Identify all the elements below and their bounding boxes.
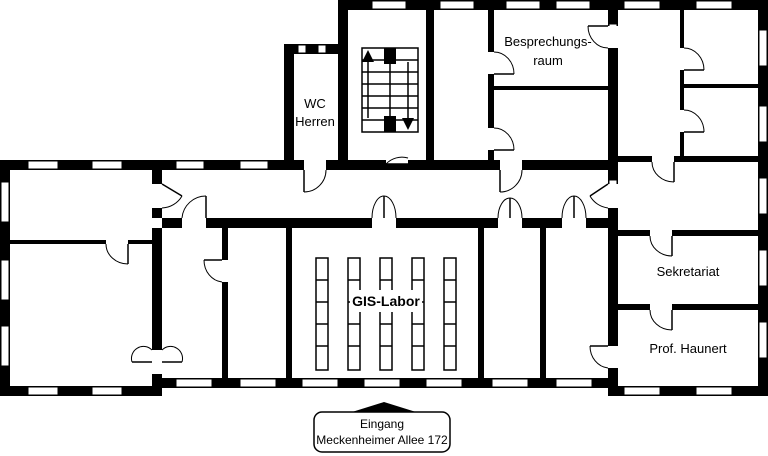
arrow-down-icon bbox=[402, 62, 414, 130]
windows bbox=[0, 0, 768, 396]
wc-label-line2: Herren bbox=[295, 114, 335, 129]
entrance-marker: Eingang Meckenheimer Allee 172 bbox=[313, 402, 451, 453]
door-east-upper-1 bbox=[680, 47, 705, 71]
door-south-2 bbox=[497, 197, 523, 228]
door-wc bbox=[303, 160, 327, 193]
door-east-upper-2 bbox=[680, 109, 705, 133]
staircase bbox=[361, 47, 419, 133]
door-south-room-1 bbox=[203, 259, 228, 283]
secretariat-label: Sekretariat bbox=[657, 264, 720, 279]
door-professor bbox=[649, 304, 673, 331]
entrance-arrow-icon bbox=[352, 402, 416, 412]
professor-room-label: Prof. Haunert bbox=[649, 341, 727, 356]
door-east-1 bbox=[651, 156, 675, 183]
door-west-inner bbox=[105, 240, 129, 265]
entrance-label-line1: Eingang bbox=[360, 417, 404, 431]
doors bbox=[105, 25, 705, 374]
door-south-3 bbox=[561, 195, 587, 228]
door-gis bbox=[371, 195, 397, 228]
door-stair bbox=[385, 156, 409, 165]
door-east-corridor bbox=[589, 183, 618, 209]
door-south-1 bbox=[181, 195, 207, 228]
door-meeting-2 bbox=[488, 127, 515, 151]
gis-lab-desks bbox=[315, 257, 457, 371]
gis-lab-label: GIS-Labor bbox=[352, 293, 420, 309]
door-south-room-east bbox=[589, 345, 618, 369]
door-west-corridor bbox=[152, 183, 183, 209]
entrance-label-line2: Meckenheimer Allee 172 bbox=[316, 433, 448, 447]
wc-label-line1: WC bbox=[304, 96, 326, 111]
door-west-lower bbox=[130, 345, 184, 374]
arrow-up-icon bbox=[362, 50, 374, 118]
meeting-room-label-line2: raum bbox=[533, 53, 563, 68]
door-north-corridor bbox=[499, 160, 523, 193]
meeting-room-label-line1: Besprechungs- bbox=[504, 34, 591, 49]
door-secretariat bbox=[649, 230, 673, 257]
room-labels: GIS-Labor WC Herren Besprechungs- raum S… bbox=[295, 34, 727, 356]
door-meeting-east bbox=[587, 25, 618, 49]
door-meeting-1 bbox=[488, 51, 515, 75]
